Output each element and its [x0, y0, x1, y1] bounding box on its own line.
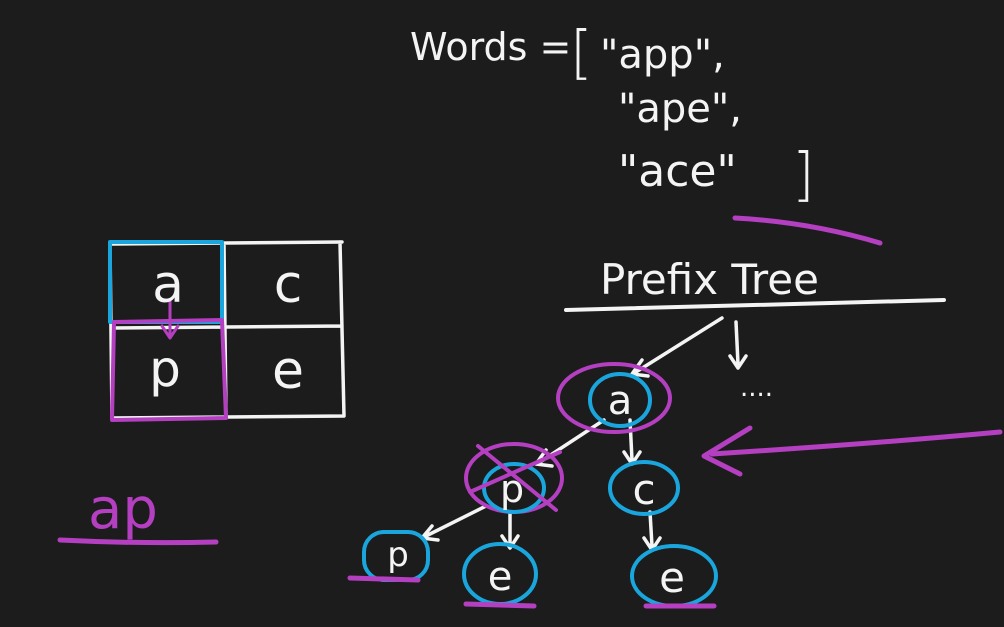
word-item-app: "app",: [600, 32, 725, 78]
grid-cell-p: p: [149, 340, 181, 398]
pointer-arrow: [701, 425, 1003, 477]
node-p-circle: [482, 462, 546, 514]
prefix-tree-title: Prefix Tree: [600, 255, 819, 304]
node-app-end-mark: [347, 575, 421, 583]
current-path-underline: [57, 537, 219, 546]
node-ace-label: e: [659, 553, 685, 602]
edge-root-to-a: [630, 316, 724, 378]
letter-grid: a c p e: [108, 240, 346, 422]
grid-lines: [108, 240, 346, 420]
words-underline-mark: [732, 215, 883, 246]
edge-p-to-e: [500, 510, 520, 550]
node-c-label: c: [632, 465, 655, 514]
pointer-arrow-shaft: [709, 429, 1003, 457]
tree-more-ellipsis: ....: [740, 373, 773, 403]
node-app-label: p: [387, 535, 409, 575]
words-list: Words = [ "app", "ape", "ace" ]: [410, 18, 883, 246]
node-ape-label: e: [488, 554, 513, 600]
root-line: [564, 298, 946, 312]
words-label: Words =: [410, 25, 571, 69]
edge-root-to-more: [728, 320, 748, 370]
grid-highlight-p: [110, 318, 228, 422]
word-item-ape: "ape",: [618, 86, 742, 132]
node-c-circle: [608, 460, 680, 516]
word-item-ace: "ace": [618, 146, 737, 197]
words-close-bracket: ]: [792, 140, 815, 208]
node-a-selected-ring: [556, 362, 672, 434]
grid-cell-a: a: [152, 255, 184, 315]
prefix-tree: Prefix Tree .... a p c p e e: [347, 255, 946, 609]
grid-arrow-a-to-p: [160, 298, 180, 340]
pointer-arrow-head: [701, 425, 753, 477]
current-path: ap: [57, 477, 219, 546]
edge-c-to-e: [642, 510, 662, 552]
words-open-bracket: [: [570, 18, 593, 86]
node-a-label: a: [608, 378, 633, 424]
current-path-text: ap: [88, 477, 158, 542]
node-ape-end-mark: [463, 601, 537, 609]
grid-cell-c: c: [274, 255, 303, 315]
node-a-circle: [588, 372, 652, 428]
grid-cell-e: e: [272, 341, 304, 401]
node-p-cross-mark: [468, 444, 562, 512]
edge-p-to-p: [420, 504, 488, 542]
